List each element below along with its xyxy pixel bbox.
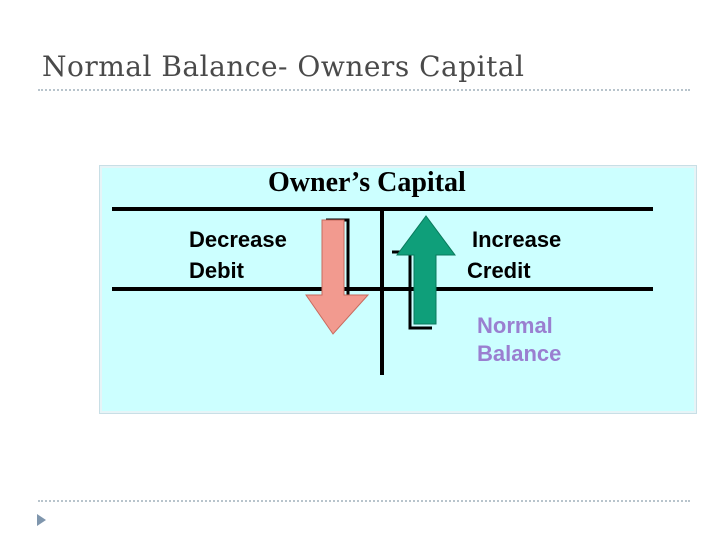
increase-label: Increase (472, 227, 562, 252)
decrease-label: Decrease (189, 227, 287, 252)
credit-label: Credit (467, 258, 531, 283)
slide-title: Normal Balance- Owners Capital (42, 50, 525, 83)
account-title: Owner’s Capital (268, 167, 466, 198)
normal-balance-line2: Balance (477, 341, 562, 366)
debit-label: Debit (189, 258, 244, 283)
down-arrow-icon (305, 218, 370, 335)
up-arrow-icon (392, 215, 456, 330)
triangle-bullet-icon (37, 514, 46, 526)
t-account-top-rule (112, 207, 653, 211)
footer-divider (38, 500, 690, 502)
title-divider (38, 89, 690, 91)
t-account-vertical-rule (380, 211, 384, 375)
normal-balance-line1: Normal (477, 313, 553, 338)
